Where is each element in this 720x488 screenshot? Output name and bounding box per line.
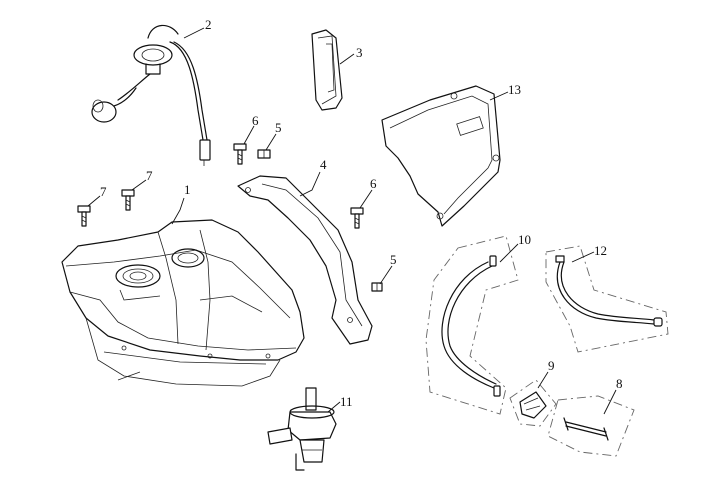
callout-13: 13 [508,82,521,97]
leader-line-10 [499,243,519,263]
leader-line-8 [603,389,617,415]
nut-5-lower [371,282,383,292]
leader-line-9 [537,371,549,389]
fuel-hose-10 [425,235,519,415]
callout-6-upper: 6 [252,113,259,128]
tank-bracket [237,175,373,345]
leader-line-7b [131,179,147,191]
leader-line-13 [489,91,509,101]
callout-11: 11 [340,394,353,409]
callout-9: 9 [548,358,555,373]
leader-line-3 [339,53,355,65]
bolt-7-right [121,189,135,211]
leader-line-6b [359,189,373,209]
callout-7-left: 7 [100,184,107,199]
callout-4: 4 [320,157,327,172]
bolt-7-left [77,205,91,227]
leader-line-5a [265,133,277,151]
callout-5-upper: 5 [275,120,282,135]
leader-line-2 [183,27,205,39]
leader-line-6a [243,125,255,145]
callout-5-lower: 5 [390,252,397,267]
leader-line-5b [379,265,393,285]
leader-line-12 [571,251,595,263]
leader-line-11 [327,401,341,413]
nut-5-upper [257,149,271,159]
callout-labels: 1 2 3 4 5 5 6 6 7 7 8 9 10 11 12 13 [100,17,623,409]
callout-2: 2 [205,17,212,32]
callout-7-right: 7 [146,168,153,183]
fuel-hose-8 [547,395,635,457]
leader-line-4 [299,171,321,197]
callout-10: 10 [518,232,531,247]
leader-line-1 [171,197,185,225]
callout-3: 3 [356,45,363,60]
bolt-6-upper [233,143,247,165]
tank-cap [311,29,343,111]
callout-1: 1 [184,182,191,197]
fuel-level-sender [91,24,211,166]
leader-lines [87,27,617,415]
bolt-6-lower [350,207,364,229]
fuel-hose-12 [545,245,669,353]
side-panel [381,85,501,227]
leader-line-7a [87,195,101,207]
callout-6-lower: 6 [370,176,377,191]
fuel-tank [61,219,305,387]
callout-12: 12 [594,243,607,258]
fuel-filter [509,379,557,427]
fuel-valve [267,387,337,471]
callout-8: 8 [616,376,623,391]
